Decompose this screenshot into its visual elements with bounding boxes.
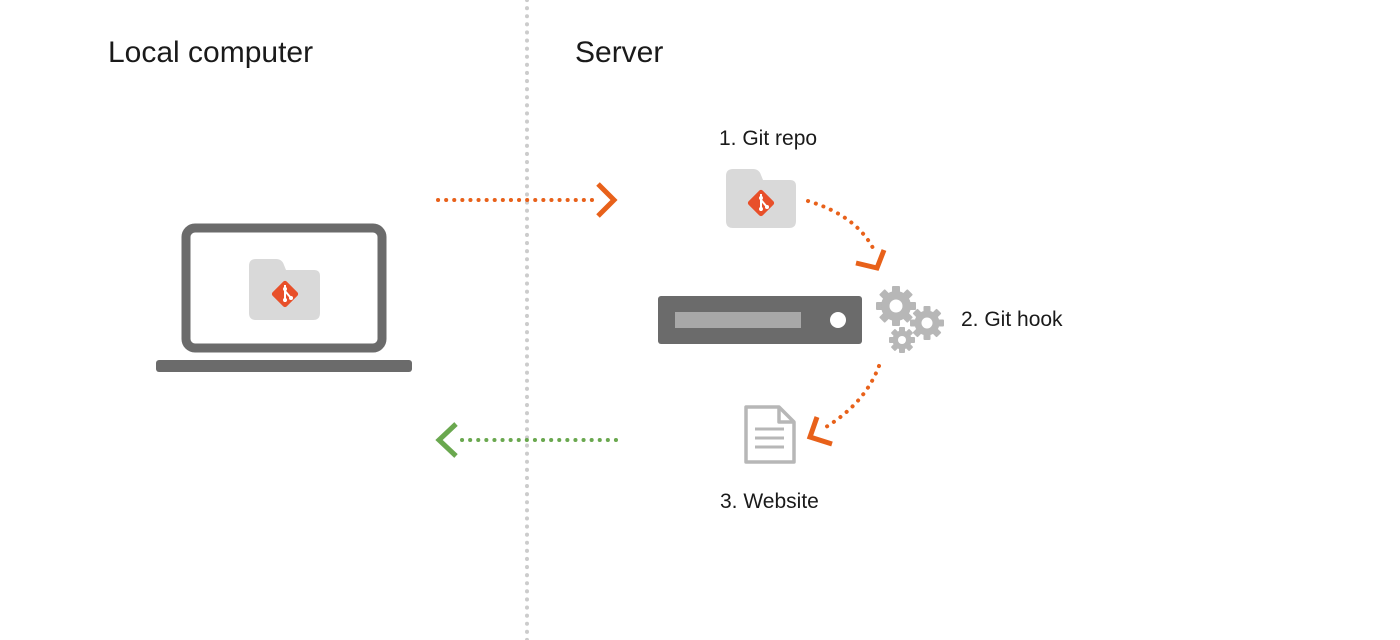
server-icon (658, 296, 862, 344)
return-arrow (435, 422, 618, 458)
git-logo-icon (271, 280, 299, 308)
push-arrow (436, 182, 618, 218)
server-git-folder-icon (726, 169, 796, 228)
gears-icon (876, 286, 944, 353)
git-hook-label: 2. Git hook (961, 308, 1063, 331)
local-computer-title: Local computer (108, 36, 314, 69)
document-icon (744, 405, 796, 464)
local-git-folder-icon (249, 259, 320, 320)
server-title: Server (575, 36, 664, 69)
repo-to-hook-arrow (806, 199, 887, 271)
laptop-icon (156, 223, 412, 372)
hook-to-website-arrow (806, 364, 881, 447)
website-label: 3. Website (720, 490, 819, 513)
git-repo-label: 1. Git repo (719, 127, 818, 150)
git-logo-icon (747, 189, 775, 217)
